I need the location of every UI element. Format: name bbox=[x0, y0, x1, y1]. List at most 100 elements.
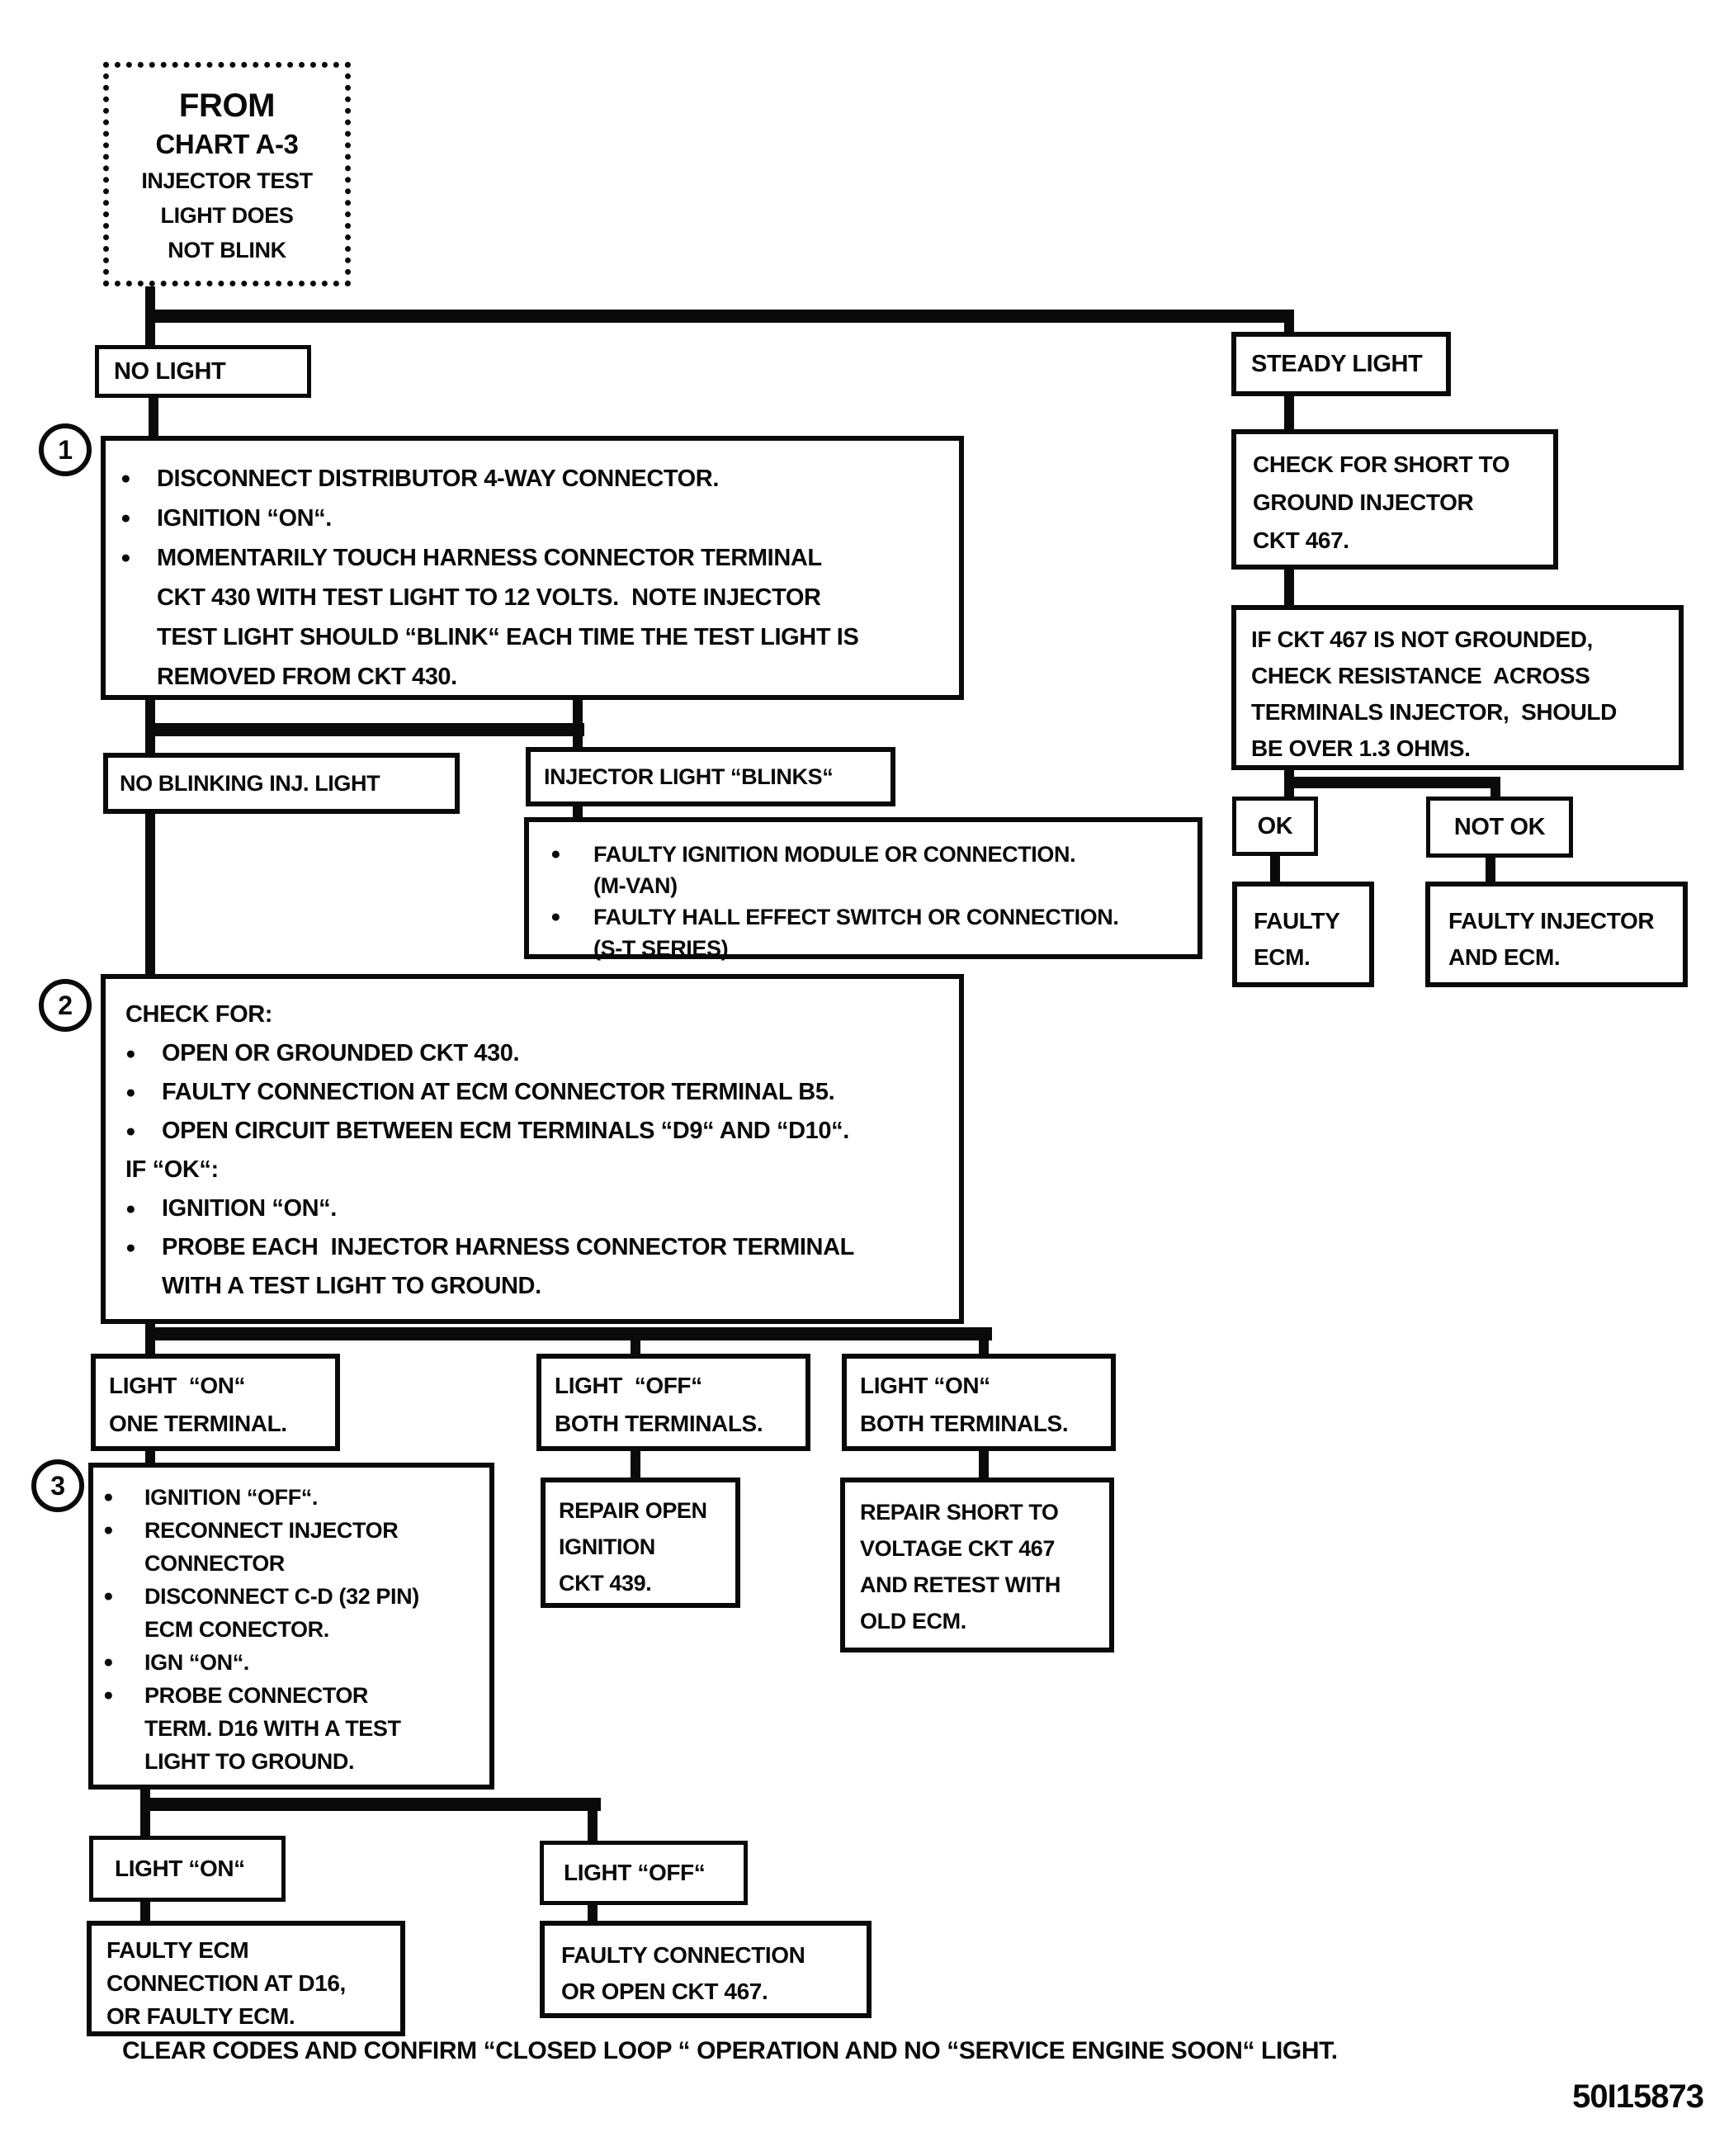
connector-lightoff-repairopen bbox=[631, 1449, 640, 1478]
connector-step1-bar bbox=[145, 723, 584, 736]
step1-bullet-3-line-2: CKT 430 WITH TEST LIGHT TO 12 VOLTS. NOT… bbox=[157, 584, 821, 611]
step3-bullet-5: PROBE CONNECTOR TERM. D16 WITH A TEST LI… bbox=[144, 1679, 473, 1778]
connector-step3-left-down bbox=[140, 1790, 150, 1836]
bullet-icon: ● bbox=[120, 508, 131, 527]
step3-bullet-3-line-2: ECM CONECTOR. bbox=[144, 1617, 329, 1642]
module-bullet-1-line-1: FAULTY IGNITION MODULE OR CONNECTION. bbox=[593, 842, 1076, 867]
doc-number: 50I15873 bbox=[1572, 2078, 1704, 2115]
step3-bullet-1: IGNITION “OFF“. bbox=[144, 1481, 473, 1514]
ok-box: OK bbox=[1232, 797, 1318, 856]
check-short-line-1: CHECK FOR SHORT TO bbox=[1253, 452, 1510, 477]
bullet-icon: ● bbox=[550, 907, 561, 926]
bullet-icon: ● bbox=[103, 1586, 114, 1605]
connector-checkshort-ifckt bbox=[1284, 568, 1294, 605]
faulty-injector-ecm-box: FAULTY INJECTOR AND ECM. bbox=[1425, 882, 1688, 987]
step1-bullet-2: IGNITION “ON“. bbox=[157, 499, 934, 538]
step2-bullet-1-line-1: OPEN OR GROUNDED CKT 430. bbox=[162, 1040, 520, 1066]
step1-bullet-1: DISCONNECT DISTRIBUTOR 4-WAY CONNECTOR. bbox=[157, 459, 934, 499]
bullet-icon: ● bbox=[125, 1044, 136, 1063]
step1-bullet-3: MOMENTARILY TOUCH HARNESS CONNECTOR TERM… bbox=[157, 538, 934, 697]
step3-bullet-2: RECONNECT INJECTOR CONNECTOR bbox=[144, 1514, 473, 1580]
light-on-d16-label: LIGHT “ON“ bbox=[115, 1856, 245, 1881]
if-ckt467-line-1: IF CKT 467 IS NOT GROUNDED, bbox=[1251, 626, 1593, 652]
not-ok-box: NOT OK bbox=[1426, 797, 1573, 858]
connector-step2-bar bbox=[145, 1327, 992, 1340]
step1-bullet-1-line-1: DISCONNECT DISTRIBUTOR 4-WAY CONNECTOR. bbox=[157, 466, 720, 492]
faulty-connection-open-line-1: FAULTY CONNECTION bbox=[561, 1942, 805, 1968]
step2-bullet-5-line-1: PROBE EACH INJECTOR HARNESS CONNECTOR TE… bbox=[162, 1234, 854, 1260]
connector-step2-mid-down bbox=[631, 1339, 640, 1354]
step3-bullet-5-line-3: LIGHT TO GROUND. bbox=[144, 1749, 355, 1774]
step3-bullet-4-line-1: IGN “ON“. bbox=[144, 1650, 249, 1675]
faulty-connection-open-line-2: OR OPEN CKT 467. bbox=[561, 1979, 768, 2004]
faulty-ecm-line-2: ECM. bbox=[1254, 944, 1311, 970]
light-off-both-line-2: BOTH TERMINALS. bbox=[555, 1411, 763, 1436]
repair-open-line-1: REPAIR OPEN bbox=[559, 1498, 707, 1523]
start-line-2: CHART A-3 bbox=[155, 129, 299, 159]
repair-open-ckt439-box: REPAIR OPEN IGNITION CKT 439. bbox=[541, 1478, 740, 1608]
step-number-1: 1 bbox=[39, 423, 92, 476]
light-on-d16-box: LIGHT “ON“ bbox=[89, 1836, 286, 1902]
connector-lightoff2-down bbox=[588, 1903, 598, 1921]
bullet-icon: ● bbox=[125, 1122, 136, 1141]
repair-open-line-2: IGNITION bbox=[559, 1534, 655, 1559]
faulty-ecm-connection-line-1: FAULTY ECM bbox=[106, 1937, 249, 1963]
connector-step2-right-down bbox=[979, 1339, 989, 1354]
step2-subheading: IF “OK“: bbox=[125, 1156, 219, 1183]
footer-note: CLEAR CODES AND CONFIRM “CLOSED LOOP “ O… bbox=[122, 2037, 1338, 2064]
faulty-ecm-box: FAULTY ECM. bbox=[1232, 882, 1374, 987]
step1-bullet-2-line-1: IGNITION “ON“. bbox=[157, 505, 332, 532]
connector-noblink-step2 bbox=[145, 812, 155, 974]
if-ckt467-line-2: CHECK RESISTANCE ACROSS bbox=[1251, 663, 1590, 688]
connector-blinks-module bbox=[573, 803, 583, 818]
connector-lighton-repairshort bbox=[979, 1449, 989, 1478]
light-on-one-line-2: ONE TERMINAL. bbox=[109, 1411, 287, 1436]
faulty-injector-ecm-line-2: AND ECM. bbox=[1448, 944, 1561, 970]
bullet-icon: ● bbox=[103, 1487, 114, 1506]
step3-bullet-5-line-2: TERM. D16 WITH A TEST bbox=[144, 1716, 401, 1741]
step2-heading: CHECK FOR: bbox=[125, 1001, 273, 1028]
check-short-line-3: CKT 467. bbox=[1253, 527, 1349, 553]
no-light-label: NO LIGHT bbox=[114, 357, 226, 385]
injector-light-blinks-box: INJECTOR LIGHT “BLINKS“ bbox=[526, 747, 895, 806]
module-bullet-2-line-1: FAULTY HALL EFFECT SWITCH OR CONNECTION. bbox=[593, 905, 1119, 929]
step2-bullet-5-line-2: WITH A TEST LIGHT TO GROUND. bbox=[162, 1273, 541, 1299]
start-line-5: NOT BLINK bbox=[168, 238, 286, 262]
step2-bullet-2-line-1: FAULTY CONNECTION AT ECM CONNECTOR TERMI… bbox=[162, 1079, 835, 1105]
step3-bullet-1-line-1: IGNITION “OFF“. bbox=[144, 1485, 318, 1510]
step3-bullet-3-line-1: DISCONNECT C-D (32 PIN) bbox=[144, 1584, 419, 1609]
repair-short-ckt467-box: REPAIR SHORT TO VOLTAGE CKT 467 AND RETE… bbox=[840, 1478, 1114, 1652]
faulty-ecm-connection-box: FAULTY ECM CONNECTION AT D16, OR FAULTY … bbox=[87, 1921, 405, 2036]
repair-short-line-1: REPAIR SHORT TO bbox=[860, 1500, 1059, 1525]
step2-bullet-4: IGNITION “ON“. bbox=[162, 1189, 934, 1228]
step1-bullet-3-line-3: TEST LIGHT SHOULD “BLINK“ EACH TIME THE … bbox=[157, 624, 859, 650]
faulty-injector-ecm-line-1: FAULTY INJECTOR bbox=[1448, 908, 1655, 934]
light-off-both-line-1: LIGHT “OFF“ bbox=[555, 1373, 702, 1398]
bullet-icon: ● bbox=[120, 469, 131, 488]
bullet-icon: ● bbox=[120, 548, 131, 567]
light-on-one-line-1: LIGHT “ON“ bbox=[109, 1373, 246, 1398]
no-light-box: NO LIGHT bbox=[95, 345, 311, 398]
check-short-line-2: GROUND INJECTOR bbox=[1253, 489, 1474, 515]
step1-bullet-3-line-4: REMOVED FROM CKT 430. bbox=[157, 664, 457, 690]
step2-bullet-2: FAULTY CONNECTION AT ECM CONNECTOR TERMI… bbox=[162, 1073, 934, 1112]
step1-bullet-3-line-1: MOMENTARILY TOUCH HARNESS CONNECTOR TERM… bbox=[157, 545, 822, 571]
module-bullet-2: FAULTY HALL EFFECT SWITCH OR CONNECTION.… bbox=[593, 901, 1181, 964]
start-line-1: FROM bbox=[178, 87, 276, 124]
connector-step3-right-down bbox=[588, 1809, 598, 1841]
step3-bullet-2-line-2: CONNECTOR bbox=[144, 1551, 285, 1576]
connector-lighton2-down bbox=[140, 1900, 150, 1921]
repair-short-line-4: OLD ECM. bbox=[860, 1609, 966, 1634]
step3-bullet-4: IGN “ON“. bbox=[144, 1646, 473, 1679]
repair-short-line-3: AND RETEST WITH bbox=[860, 1572, 1061, 1597]
injector-light-blinks-label: INJECTOR LIGHT “BLINKS“ bbox=[544, 764, 834, 789]
faulty-ecm-connection-line-2: CONNECTION AT D16, bbox=[106, 1970, 346, 1996]
connector-okbar bbox=[1284, 777, 1500, 788]
start-terminator: FROM CHART A-3 INJECTOR TEST LIGHT DOES … bbox=[103, 62, 351, 286]
connector-top-horizontal bbox=[145, 310, 1294, 323]
light-on-both-line-2: BOTH TERMINALS. bbox=[860, 1411, 1069, 1436]
check-short-ground-box: CHECK FOR SHORT TO GROUND INJECTOR CKT 4… bbox=[1231, 429, 1558, 570]
module-note-box: ● FAULTY IGNITION MODULE OR CONNECTION. … bbox=[524, 817, 1202, 961]
connector-steady-checkshort bbox=[1284, 395, 1294, 429]
